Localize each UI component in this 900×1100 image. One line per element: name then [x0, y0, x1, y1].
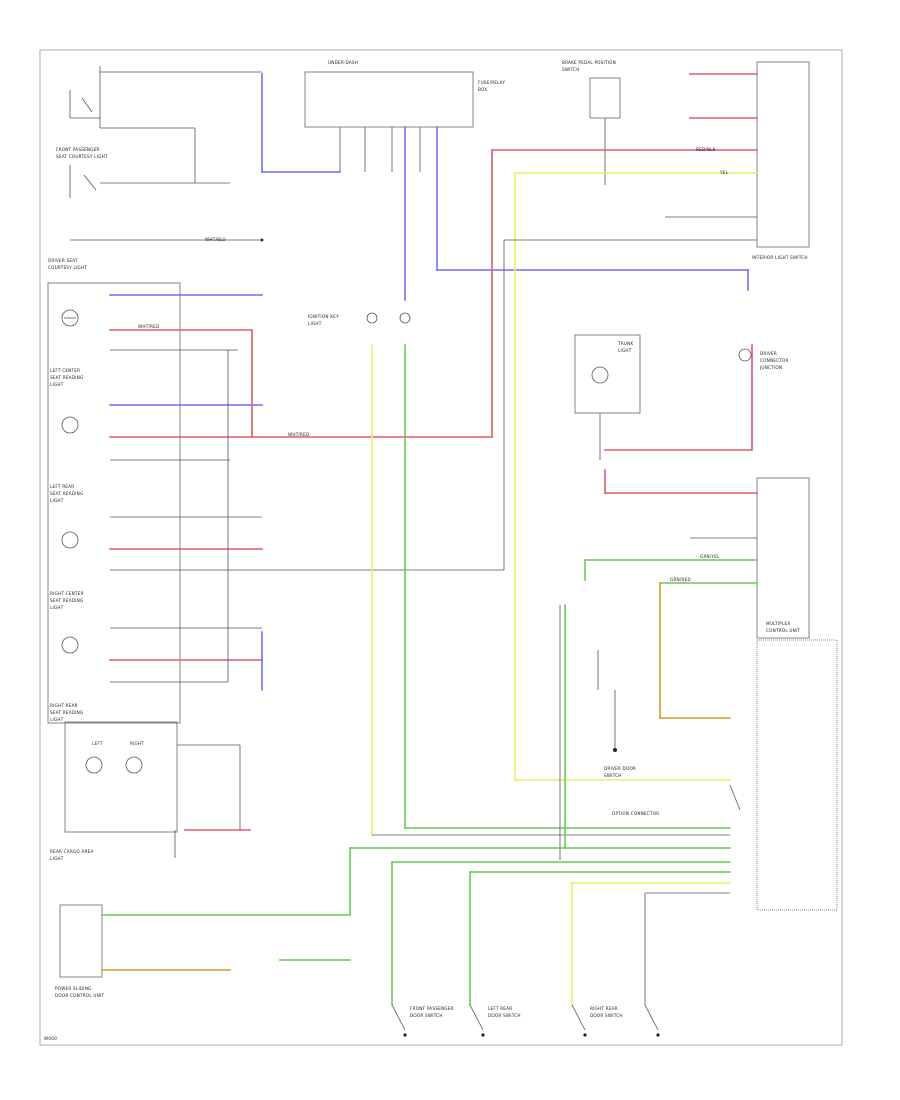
power-sliding-label-1: POWER SLIDING [55, 986, 92, 991]
brake-control-label-1: BRAKE PEDAL POSITION [562, 60, 616, 65]
bottom-door-switches [391, 1004, 660, 1037]
rear-cargo-label-1: REAR CARGO AREA [50, 849, 94, 854]
fuse-box-label-1: UNDER-DASH [328, 60, 358, 65]
option-connector-label: OPTION CONNECTOR [612, 811, 659, 816]
multiplex-box-upper [756, 477, 810, 639]
reading-light-1: WHT/RED [61, 294, 263, 351]
right-rear-label-3: LIGHT [50, 717, 64, 722]
rear-cargo-light: LEFT RIGHT [64, 721, 251, 858]
power-sliding-unit-box [59, 904, 103, 978]
left-center-label-3: LIGHT [50, 382, 64, 387]
right-rear-door-label-2: DOOR SWITCH [590, 1013, 623, 1018]
trunk-light-box [574, 334, 641, 414]
left-center-label-2: SEAT READING [50, 375, 83, 380]
left-rear-label-2: SEAT READING [50, 491, 83, 496]
rear-door-label-2: DOOR SWITCH [488, 1013, 521, 1018]
driver-courtesy-label-1: DRIVER SEAT [48, 258, 78, 263]
junction-label-2: CONNECTOR [760, 358, 789, 363]
left-rear-label-3: LIGHT [50, 498, 64, 503]
left-lamp-label: LEFT [92, 741, 103, 746]
right-center-label-3: LIGHT [50, 605, 64, 610]
reading-lights-bracket [47, 282, 181, 724]
junction-bulb [738, 348, 752, 362]
front-passenger-courtesy-label-1: FRONT PASSENGER [56, 147, 100, 152]
right-rear-label-2: SEAT READING [50, 710, 83, 715]
interior-light-switch-box [756, 61, 810, 248]
driver-door-switch-label-2: SWITCH [604, 773, 622, 778]
wire-label-yel: YEL [719, 170, 729, 175]
driver-door-switch-label-1: DRIVER DOOR [604, 766, 636, 771]
brake-switch-box [589, 77, 621, 119]
driver-courtesy-label-2: COURTESY LIGHT [48, 265, 87, 270]
brake-control-label-2: SWITCH [562, 67, 580, 72]
left-center-label-1: LEFT CENTER [50, 368, 80, 373]
front-pass-door-label-1: FRONT PASSENGER [410, 1006, 454, 1011]
reading-light-3 [61, 516, 504, 571]
right-center-label-2: SEAT READING [50, 598, 83, 603]
wire-label-wht-blu-1: WHT/BLU [205, 237, 226, 242]
reading-light-4 [61, 627, 263, 683]
multiplex-label-1: MULTIPLEX [766, 621, 790, 626]
multiplex-box-lower [756, 639, 838, 911]
ground-point [613, 748, 617, 752]
front-passenger-courtesy-label-2: SEAT COURTESY LIGHT [56, 154, 108, 159]
ignition-key-label-1: IGNITION KEY [308, 314, 339, 319]
wire-label-grn-yel: GRN/YEL [700, 554, 720, 559]
right-rear-door-label-1: RIGHT REAR [590, 1006, 618, 1011]
fuse-relay-box: UNDER-DASH FUSE/RELAY BOX [304, 60, 506, 172]
front-passenger-courtesy-switch-group: FRONT PASSENGER SEAT COURTESY LIGHT DRIV… [48, 66, 264, 270]
multiplex-label-2: CONTROL UNIT [766, 628, 800, 633]
ignition-key-light: IGNITION KEY LIGHT [308, 312, 411, 326]
option-connector-mark [729, 784, 741, 811]
trunk-bulb [591, 366, 609, 384]
right-lamp-label: RIGHT [130, 741, 144, 746]
right-center-label-1: RIGHT CENTER [50, 591, 84, 596]
diagram-frame [39, 49, 843, 1046]
right-rear-label-1: RIGHT REAR [50, 703, 78, 708]
junction-label-1: DRIVER [760, 351, 777, 356]
rear-door-label-1: LEFT REAR [488, 1006, 512, 1011]
front-pass-door-label-2: DOOR SWITCH [410, 1013, 443, 1018]
trunk-label-1: TRUNK [617, 341, 633, 346]
footnote: W000 [44, 1036, 57, 1041]
fuse-box-label-2: FUSE/RELAY [478, 80, 506, 85]
rear-cargo-label-2: LIGHT [50, 856, 64, 861]
fuse-box-label-3: BOX [478, 87, 487, 92]
trunk-label-2: LIGHT [618, 348, 632, 353]
wire-label-wht-red-1: WHT/RED [138, 324, 159, 329]
wire-label-red-blk: RED/BLK [696, 147, 716, 152]
left-rear-label-1: LEFT REAR [50, 484, 74, 489]
reading-light-2: WHT/RED [61, 404, 493, 461]
power-sliding-label-2: DOOR CONTROL UNIT [55, 993, 104, 998]
interior-switch-label: INTERIOR LIGHT SWITCH [752, 255, 808, 260]
wire-label-wht-red-2: WHT/RED [288, 432, 309, 437]
ignition-key-label-2: LIGHT [308, 321, 322, 326]
wire-label-grn-red: GRN/RED [670, 577, 691, 582]
junction-label-3: JUNCTION [759, 365, 782, 370]
